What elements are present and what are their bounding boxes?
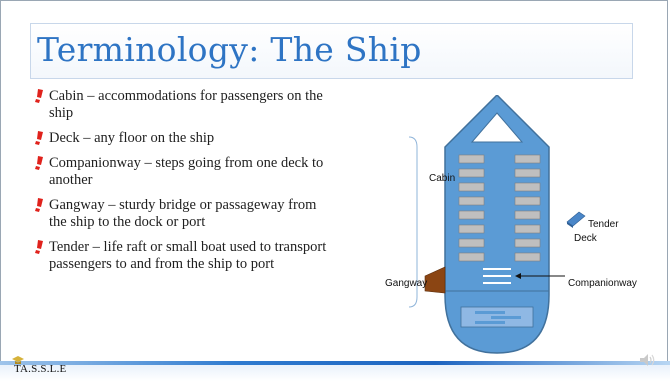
label-deck: Deck [574, 233, 598, 244]
bullet-icon [35, 198, 43, 212]
bullet-text: Tender – life raft or small boat used to… [49, 239, 327, 272]
bullet-item-cabin: Cabin – accommodations for passengers on… [35, 88, 335, 122]
cabins-right [514, 154, 541, 262]
hold-bar [491, 316, 521, 319]
arrow-head [515, 273, 521, 279]
footer-bar [0, 365, 670, 381]
bullet-text: Deck – any floor on the ship [49, 130, 215, 146]
label-companionway: Companionway [568, 278, 637, 289]
footer-accent-line [0, 361, 670, 365]
bullet-item-tender: Tender – life raft or small boat used to… [35, 239, 335, 273]
bullet-icon [35, 131, 43, 145]
logo-text: TA.S.S.L.E [14, 363, 67, 375]
bullet-icon [35, 156, 43, 170]
bullet-list: Cabin – accommodations for passengers on… [35, 88, 335, 281]
title-box: Terminology: The Ship [30, 23, 633, 79]
gangway-plank [424, 266, 446, 294]
hold-bar [475, 311, 505, 314]
label-cabin: Cabin [429, 173, 455, 184]
slide-title: Terminology: The Ship [37, 30, 422, 69]
bullet-item-companionway: Companionway – steps going from one deck… [35, 155, 335, 189]
label-tender: Tender [588, 219, 619, 230]
bow-window [470, 112, 524, 143]
label-gangway: Gangway [385, 278, 427, 289]
bullet-icon [35, 240, 43, 254]
bullet-text: Companionway – steps going from one deck… [49, 155, 324, 188]
ship-diagram: Cabin Tender Deck Gangway Companionway [385, 95, 637, 354]
cabins-left [458, 154, 485, 262]
bullet-item-gangway: Gangway – sturdy bridge or passageway fr… [35, 197, 335, 231]
bullet-icon [35, 89, 43, 103]
bullet-text: Gangway – sturdy bridge or passageway fr… [49, 197, 317, 230]
gangway-bracket [408, 136, 418, 308]
hold-bar [475, 321, 505, 324]
speaker-icon[interactable] [639, 352, 657, 368]
companionway-steps [483, 268, 511, 284]
bullet-text: Cabin – accommodations for passengers on… [49, 88, 323, 121]
bullet-item-deck: Deck – any floor on the ship [35, 130, 335, 147]
tender-boat [566, 211, 586, 228]
graduation-cap-icon [12, 356, 24, 364]
